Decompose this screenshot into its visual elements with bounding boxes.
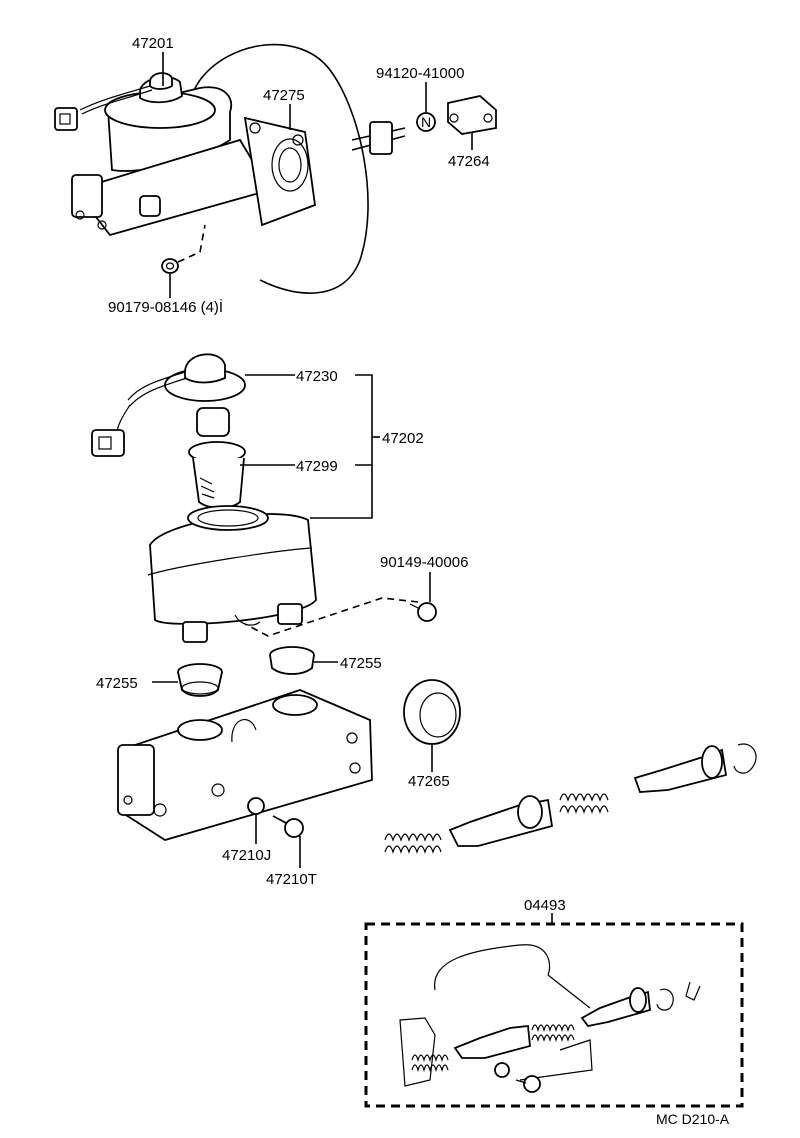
washer-47210j — [247, 797, 265, 815]
seal-47265 — [403, 679, 461, 745]
label-47275: 47275 — [263, 87, 305, 104]
label-47202: 47202 — [382, 430, 424, 447]
reservoir-cap-47230 — [91, 353, 246, 457]
grommet-47255-left — [177, 663, 223, 697]
label-47230: 47230 — [296, 368, 338, 385]
bolt-47210t — [272, 815, 304, 838]
label-47264: 47264 — [448, 153, 490, 170]
label-47210t: 47210T — [266, 871, 317, 888]
label-90179-08146: 90179-08146 (4)İ — [108, 298, 223, 316]
nut-90179-08146 — [161, 224, 206, 274]
label-47265: 47265 — [408, 773, 450, 790]
piston-assembly — [384, 743, 757, 854]
label-47299: 47299 — [296, 458, 338, 475]
reservoir-47202 — [147, 505, 317, 643]
clevis-47264 — [447, 95, 497, 135]
screw-90149-40006 — [244, 597, 437, 637]
label-47201: 47201 — [132, 35, 174, 52]
strainer-47299 — [188, 441, 246, 509]
label-04493: 04493 — [524, 897, 566, 914]
cylinder-body — [117, 689, 373, 841]
grommet-47255-right — [269, 646, 315, 675]
brake-booster — [185, 43, 406, 294]
label-94120-41000: 94120-41000 — [376, 65, 464, 82]
repair-kit-contents — [399, 944, 701, 1093]
label-90149-40006: 90149-40006 — [380, 554, 468, 571]
repair-kit-box — [364, 922, 744, 1108]
label-47210j: 47210J — [222, 847, 271, 864]
master-cylinder-assembly — [54, 72, 316, 237]
diagram-code: MC D210-A — [656, 1111, 730, 1127]
label-47255-left: 47255 — [96, 675, 138, 692]
nut-symbol: N — [421, 114, 431, 130]
nut-94120-41000: N — [416, 112, 436, 132]
label-47255-right: 47255 — [340, 655, 382, 672]
